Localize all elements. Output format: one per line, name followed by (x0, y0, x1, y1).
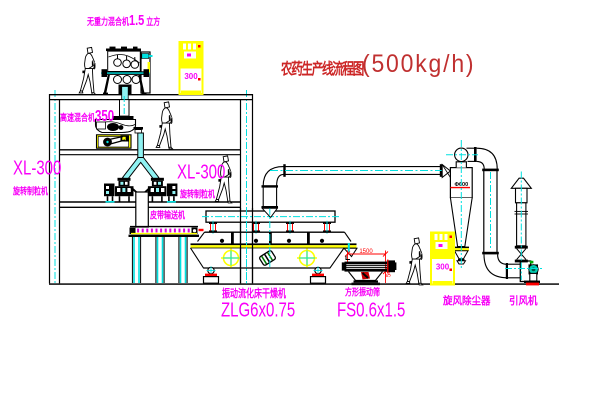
svg-text:1500: 1500 (359, 249, 373, 255)
